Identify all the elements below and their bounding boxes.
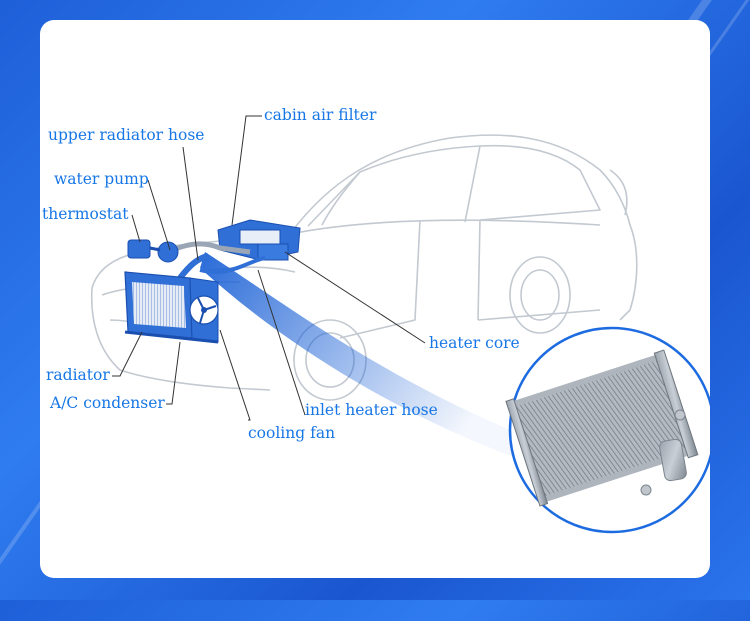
label-radiator: radiator: [46, 366, 110, 384]
label-water-pump: water pump: [54, 170, 149, 188]
label-inlet-heater-hose: inlet heater hose: [305, 401, 438, 419]
diagram-card: cabin air filter upper radiator hose wat…: [40, 20, 710, 578]
label-cooling-fan: cooling fan: [248, 424, 336, 442]
label-cabin-air-filter: cabin air filter: [264, 106, 377, 124]
leader-lines: [112, 115, 426, 421]
label-ac-condenser: A/C condenser: [50, 394, 165, 412]
cooling-components: [124, 219, 301, 344]
cooling-system-diagram: [90, 115, 710, 534]
condenser-inset: [505, 326, 710, 534]
car-outline: [90, 134, 638, 401]
label-heater-core: heater core: [429, 334, 520, 352]
label-thermostat: thermostat: [42, 205, 129, 223]
label-upper-radiator-hose: upper radiator hose: [48, 126, 205, 144]
zoom-beam: [200, 252, 522, 460]
